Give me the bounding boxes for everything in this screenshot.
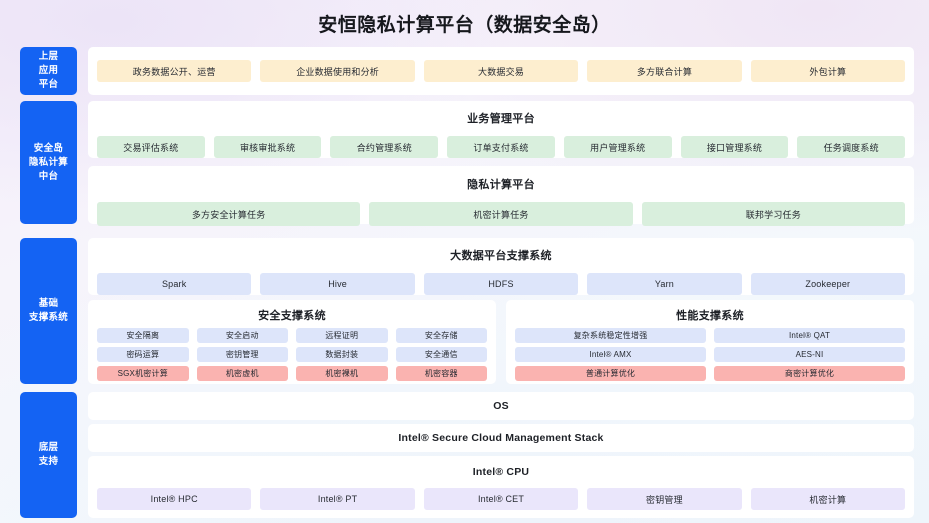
application-chip-row: 政务数据公开、运营 企业数据使用和分析 大数据交易 多方联合计算 外包计算	[88, 60, 914, 82]
tier-label-infrastructure: 基础 支撑系统	[20, 238, 77, 384]
cpu-chip-intel-pt[interactable]: Intel® PT	[260, 488, 415, 510]
security-chip-secure-comm[interactable]: 安全通信	[395, 347, 487, 362]
performance-chip-intel-qat[interactable]: Intel® QAT	[714, 328, 905, 343]
privacy-platform-title: 隐私计算平台	[467, 179, 535, 191]
privacy-chip-federated-learning-task[interactable]: 联邦学习任务	[641, 202, 905, 226]
security-chip-sgx-confidential[interactable]: SGX机密计算	[97, 366, 189, 381]
cpu-chip-intel-cet[interactable]: Intel® CET	[423, 488, 579, 510]
business-chip-task-scheduling[interactable]: 任务调度系统	[797, 136, 906, 158]
performance-chip-system-stability[interactable]: 复杂系统稳定性增强	[515, 328, 706, 343]
bigdata-chip-spark[interactable]: Spark	[97, 273, 252, 295]
panel-cpu: Intel® CPU Intel® HPC Intel® PT Intel® C…	[88, 456, 914, 518]
privacy-chip-mpc-task[interactable]: 多方安全计算任务	[97, 202, 361, 226]
bigdata-chip-zookeeper[interactable]: Zookeeper	[750, 273, 906, 295]
bigdata-platform-title: 大数据平台支撑系统	[450, 250, 552, 262]
cpu-chip-row: Intel® HPC Intel® PT Intel® CET 密钥管理 机密计…	[88, 488, 914, 510]
panel-bigdata-support: 大数据平台支撑系统 Spark Hive HDFS Yarn Zookeeper	[88, 238, 914, 295]
app-chip-outsourced-compute[interactable]: 外包计算	[750, 60, 906, 82]
security-support-grid: 安全隔离 安全启动 远程证明 安全存储 密码运算 密钥管理 数据封装 安全通信 …	[88, 323, 496, 381]
performance-chip-intel-amx[interactable]: Intel® AMX	[515, 347, 706, 362]
business-chip-order-payment[interactable]: 订单支付系统	[447, 136, 555, 158]
performance-chip-general-compute-opt[interactable]: 普通计算优化	[515, 366, 706, 381]
security-chip-confidential-container[interactable]: 机密容器	[395, 366, 487, 381]
business-chip-user-management[interactable]: 用户管理系统	[563, 136, 672, 158]
app-chip-enterprise-data[interactable]: 企业数据使用和分析	[260, 60, 415, 82]
panel-privacy-computing: 隐私计算平台 多方安全计算任务 机密计算任务 联邦学习任务	[88, 166, 914, 226]
business-chip-review-approval[interactable]: 审核审批系统	[213, 136, 322, 158]
app-chip-government-data[interactable]: 政务数据公开、运营	[97, 60, 252, 82]
performance-chip-aes-ni[interactable]: AES-NI	[714, 347, 905, 362]
bigdata-chip-yarn[interactable]: Yarn	[587, 273, 742, 295]
business-chip-interface-management[interactable]: 接口管理系统	[680, 136, 789, 158]
cpu-chip-intel-hpc[interactable]: Intel® HPC	[97, 488, 252, 510]
tier-label-application: 上层 应用 平台	[20, 47, 77, 95]
security-chip-data-sealing[interactable]: 数据封装	[296, 347, 388, 362]
privacy-chip-confidential-compute-task[interactable]: 机密计算任务	[369, 202, 633, 226]
performance-chip-crypto-compute-opt[interactable]: 商密计算优化	[714, 366, 905, 381]
management-stack-label: Intel® Secure Cloud Management Stack	[398, 432, 604, 444]
security-chip-secure-boot[interactable]: 安全启动	[196, 328, 288, 343]
tier-label-foundation: 底层 支持	[20, 392, 77, 518]
privacy-chip-row: 多方安全计算任务 机密计算任务 联邦学习任务	[88, 202, 914, 226]
panel-business-management: 业务管理平台 交易评估系统 审核审批系统 合约管理系统 订单支付系统 用户管理系…	[88, 101, 914, 158]
panel-management-stack: Intel® Secure Cloud Management Stack	[88, 424, 914, 452]
tier-label-privacy-midplatform: 安全岛 隐私计算 中台	[20, 101, 77, 224]
security-chip-key-management[interactable]: 密钥管理	[196, 347, 288, 362]
security-chip-crypto-operation[interactable]: 密码运算	[97, 347, 189, 362]
panel-os: OS	[88, 392, 914, 420]
cpu-chip-key-management[interactable]: 密钥管理	[587, 488, 742, 510]
security-support-title: 安全支撑系统	[258, 310, 326, 322]
app-chip-bigdata-trade[interactable]: 大数据交易	[423, 60, 579, 82]
card-performance-support: 性能支撑系统 复杂系统稳定性增强 Intel® QAT Intel® AMX A…	[506, 300, 914, 384]
bigdata-chip-hive[interactable]: Hive	[260, 273, 415, 295]
bigdata-chip-hdfs[interactable]: HDFS	[423, 273, 579, 295]
card-security-support: 安全支撑系统 安全隔离 安全启动 远程证明 安全存储 密码运算 密钥管理 数据封…	[88, 300, 496, 384]
business-chip-row: 交易评估系统 审核审批系统 合约管理系统 订单支付系统 用户管理系统 接口管理系…	[88, 136, 914, 158]
panel-support-systems: 安全支撑系统 安全隔离 安全启动 远程证明 安全存储 密码运算 密钥管理 数据封…	[88, 300, 914, 384]
bigdata-chip-row: Spark Hive HDFS Yarn Zookeeper	[88, 273, 914, 295]
security-chip-secure-storage[interactable]: 安全存储	[395, 328, 487, 343]
panel-application-platform: 政务数据公开、运营 企业数据使用和分析 大数据交易 多方联合计算 外包计算	[88, 47, 914, 95]
business-platform-title: 业务管理平台	[467, 113, 535, 125]
app-chip-multiparty-compute[interactable]: 多方联合计算	[587, 60, 742, 82]
page-title: 安恒隐私计算平台（数据安全岛）	[318, 15, 611, 36]
performance-support-grid: 复杂系统稳定性增强 Intel® QAT Intel® AMX AES-NI 普…	[506, 323, 914, 381]
os-label: OS	[493, 400, 509, 412]
security-chip-confidential-vm[interactable]: 机密虚机	[196, 366, 288, 381]
cpu-title: Intel® CPU	[472, 466, 530, 478]
security-chip-remote-attestation[interactable]: 远程证明	[296, 328, 388, 343]
business-chip-trade-evaluation[interactable]: 交易评估系统	[97, 136, 205, 158]
cpu-chip-confidential-compute[interactable]: 机密计算	[750, 488, 906, 510]
security-chip-isolation[interactable]: 安全隔离	[97, 328, 189, 343]
security-chip-confidential-baremetal[interactable]: 机密裸机	[296, 366, 388, 381]
business-chip-contract-management[interactable]: 合约管理系统	[330, 136, 439, 158]
performance-support-title: 性能支撑系统	[676, 310, 744, 322]
